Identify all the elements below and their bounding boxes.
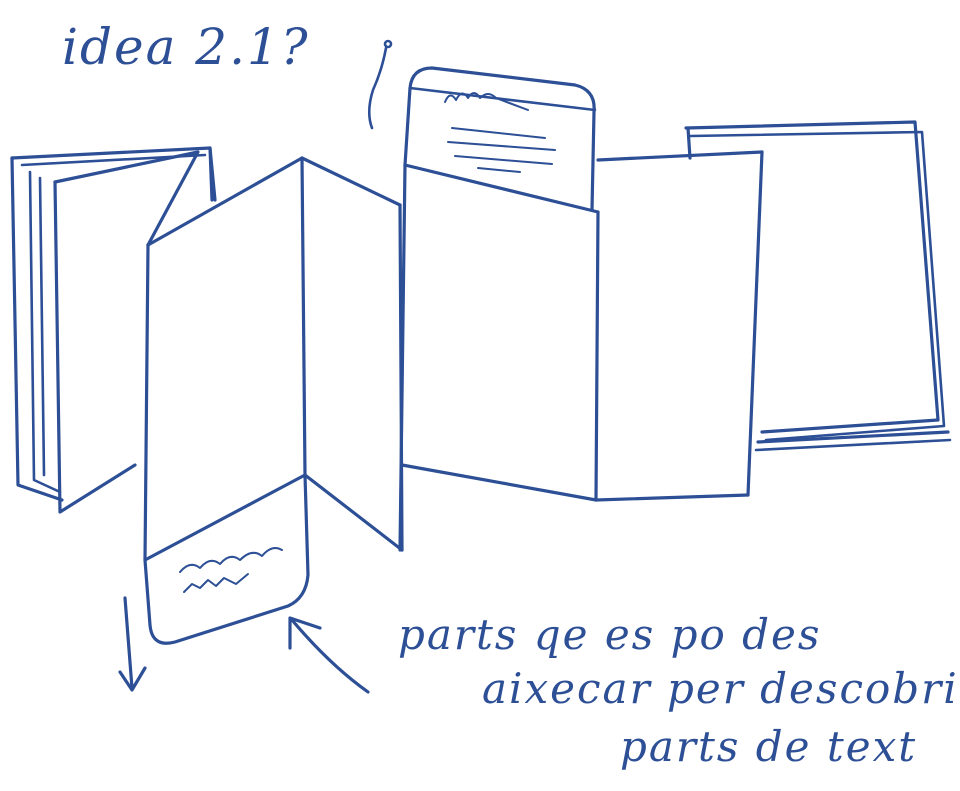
panel-3 [300, 156, 404, 552]
down-arrow-icon [118, 596, 147, 692]
sketch-title: idea 2.1? [62, 18, 310, 76]
annotation-line-1: parts qe es po des [398, 610, 822, 659]
panel-1 [53, 150, 200, 514]
lift-flap-bottom [143, 473, 310, 645]
left-cover [10, 146, 217, 502]
annotation-line-3: parts de text [620, 722, 918, 771]
panel-4 [398, 163, 600, 552]
panel-2 [143, 156, 307, 562]
curl-mark [367, 39, 393, 130]
panel-5 [594, 150, 764, 502]
pointer-arrow-icon [288, 616, 370, 694]
annotation-line-2: aixecar per descobrir [482, 664, 960, 713]
right-cover [684, 120, 952, 452]
lift-flap-top [403, 66, 597, 212]
